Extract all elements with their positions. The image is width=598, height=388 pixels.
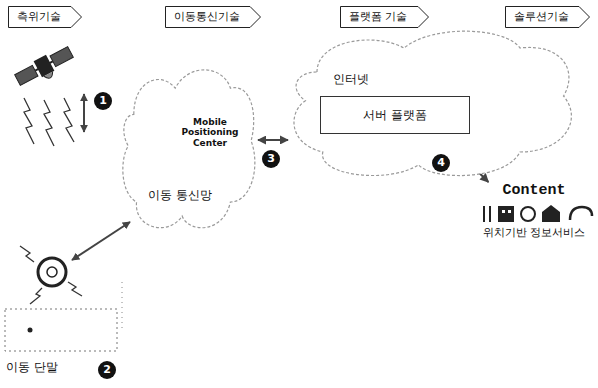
cloud-shape xyxy=(294,31,571,175)
header-arrow: 이동통신기술 xyxy=(165,6,261,28)
signal-bolt xyxy=(24,98,34,144)
header-arrow-shape xyxy=(341,7,429,28)
node-text: 이동 단말 xyxy=(6,360,58,374)
dotted-line xyxy=(122,282,123,332)
shop-icon xyxy=(542,205,560,222)
signal-bolt xyxy=(64,98,74,142)
building-icon xyxy=(498,206,514,222)
service-icons xyxy=(484,205,592,222)
node-text: 측위기술 xyxy=(17,10,61,23)
signal-arrow xyxy=(83,94,85,132)
callout-number: 2 xyxy=(98,361,116,379)
solar-panel xyxy=(15,65,38,85)
signal-bolt xyxy=(68,282,82,296)
node-text: Content xyxy=(474,182,594,200)
window xyxy=(502,210,505,213)
terminal-outline xyxy=(5,309,117,351)
signal-bolt xyxy=(20,246,34,262)
component-label: Mobile Positioning Center xyxy=(168,117,252,148)
fork-icon xyxy=(483,206,485,222)
satellite-icon xyxy=(13,44,77,92)
knife-icon xyxy=(489,206,491,222)
terminal-dot xyxy=(28,328,33,333)
network-cloud-outline xyxy=(120,62,258,237)
callout-number: 3 xyxy=(262,150,280,168)
cloud-shape xyxy=(123,70,255,228)
header-arrow: 측위기술 xyxy=(8,6,82,28)
header-arrow-shape xyxy=(9,7,82,28)
solar-panel xyxy=(50,47,73,67)
node-text: 플랫폼 기술 xyxy=(349,10,408,23)
connector-arrow xyxy=(258,139,288,141)
base-station-core xyxy=(47,267,57,277)
satellite-dish xyxy=(44,72,55,81)
node-subtext: 위치기반 정보서비스 xyxy=(474,226,594,239)
node-text: 솔루션기술 xyxy=(514,10,569,23)
header-arrow: 솔루션기술 xyxy=(505,6,590,28)
coin-icon xyxy=(521,207,535,221)
node-text: 이동통신기술 xyxy=(174,10,240,23)
node-text: 서버 플랫폼 xyxy=(320,108,470,122)
satellite-body xyxy=(34,55,55,77)
base-station xyxy=(38,258,66,286)
signal-bolt xyxy=(30,288,42,304)
node-text: 인터넷 xyxy=(333,72,369,86)
window xyxy=(508,210,511,213)
satellite-boom xyxy=(35,61,53,70)
network-cloud: 이동 통신망 xyxy=(120,62,258,237)
phone-icon xyxy=(570,207,592,220)
header-arrow: 플랫폼 기술 xyxy=(340,6,429,28)
callout-number: 4 xyxy=(432,154,450,172)
content-group: Content 위치기반 정보서비스 xyxy=(474,182,594,256)
server-box: 서버 플랫폼 xyxy=(320,96,470,134)
signal-bolt xyxy=(44,100,54,146)
node-text: 이동 통신망 xyxy=(148,188,212,202)
server-box-shape xyxy=(321,97,470,134)
header-arrow-shape xyxy=(506,7,590,28)
callout-number: 1 xyxy=(94,92,112,110)
link-arrow xyxy=(72,222,130,260)
header-arrow-shape xyxy=(166,7,261,28)
